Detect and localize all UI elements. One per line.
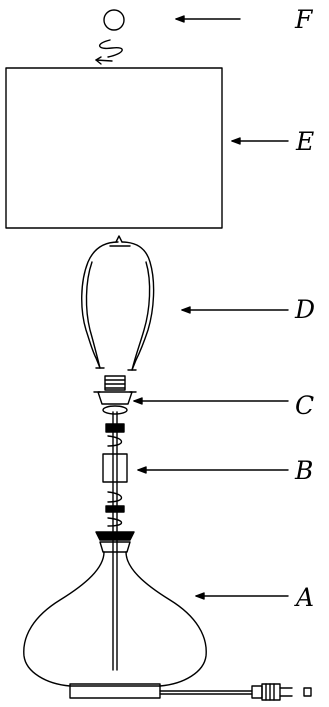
finial [95,9,125,65]
label-d: D [295,295,316,324]
glass-base [23,531,207,699]
label-e: E [296,127,315,156]
socket [93,375,137,415]
cord-plug [159,683,312,701]
label-f: F [295,5,313,34]
lamp-shade [5,67,223,229]
label-c: C [295,391,315,420]
leader-arrows [133,15,289,600]
label-b: B [295,456,314,485]
harp [81,235,155,371]
label-a: A [296,583,315,612]
threaded-rod [112,411,118,671]
neck-spacer [102,423,128,527]
